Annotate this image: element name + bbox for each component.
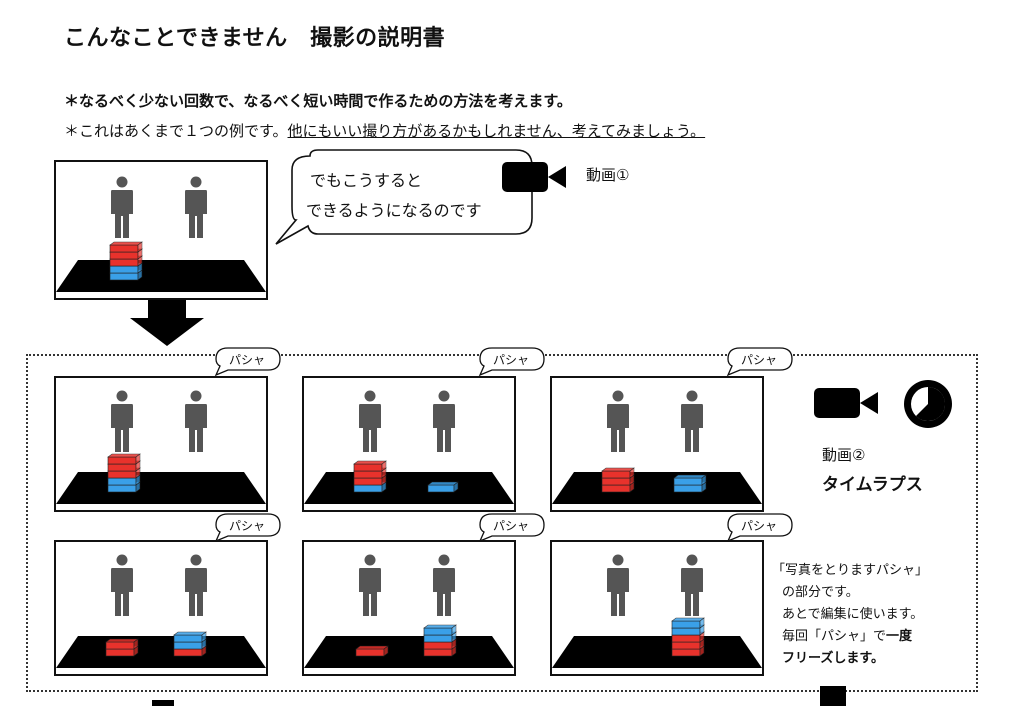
scene-frame-3 (550, 376, 764, 512)
shutter-bubble-2: パシャ (476, 346, 546, 377)
blue-block (673, 474, 707, 486)
person-icon (359, 390, 381, 452)
person-icon (607, 390, 629, 452)
video-camera-icon (502, 162, 566, 192)
page-title: こんなことできません 撮影の説明書 (64, 26, 446, 51)
bottom-marker-left (152, 700, 174, 706)
timelapse-label: タイムラプス (822, 475, 923, 495)
note-line-1: ＊なるべく少ない回数で、なるべく短い時間で作るための方法を考えます。 (64, 92, 572, 110)
side-note-line-4-prefix: 毎回「パシャ」で (782, 629, 887, 644)
shutter-bubble-3: パシャ (724, 346, 794, 377)
red-block (353, 460, 387, 472)
side-note-line-4: 毎回「パシャ」で一度 (772, 626, 928, 648)
note-line-2: ＊これはあくまで１つの例です。他にもいい撮り方があるかもしれません、考えてみまし… (64, 120, 705, 141)
scene-frame-6 (550, 540, 764, 676)
note-line-2-prefix: ＊これはあくまで１つの例です。 (64, 122, 288, 140)
person-icon (111, 554, 133, 616)
stage-floor (304, 636, 514, 668)
bottom-marker-right (820, 686, 846, 706)
side-note: 「写真をとりますパシャ」 の部分です。 あとで編集に使います。 毎回「パシャ」で… (772, 560, 928, 670)
blue-block (671, 617, 705, 629)
person-icon (607, 554, 629, 616)
person-icon (681, 554, 703, 616)
person-icon (185, 390, 207, 452)
shutter-label-4: パシャ (228, 519, 265, 533)
person-icon (185, 176, 207, 238)
shutter-bubble-4: パシャ (212, 512, 282, 543)
scene-frame-5 (302, 540, 516, 676)
side-note-line-2: の部分です。 (782, 585, 859, 600)
down-arrow-icon (130, 300, 204, 346)
red-block (107, 453, 141, 465)
timer-icon (904, 380, 952, 428)
video-camera-icon (814, 388, 878, 418)
shutter-label-2: パシャ (492, 353, 529, 367)
speech-bubble (275, 149, 533, 245)
shutter-bubble-1: パシャ (212, 346, 282, 377)
side-note-line-3: あとで編集に使います。 (782, 607, 924, 622)
scene-frame-1 (54, 376, 268, 512)
stage-floor (304, 472, 514, 504)
scene-frame-4 (54, 540, 268, 676)
scene-frame-intro (54, 160, 268, 300)
side-note-line-1: 「写真をとりますパシャ」 (772, 563, 929, 578)
shutter-label-5: パシャ (492, 519, 529, 533)
red-block (105, 638, 139, 650)
side-note-line-4-bold: 一度 (886, 629, 913, 644)
stage-floor (552, 472, 762, 504)
scene-frame-2 (302, 376, 516, 512)
video-1-label: 動画① (586, 166, 630, 184)
shutter-bubble-5: パシャ (476, 512, 546, 543)
person-icon (111, 390, 133, 452)
person-icon (433, 554, 455, 616)
shutter-label-1: パシャ (228, 353, 265, 367)
note-line-2-underlined: 他にもいい撮り方があるかもしれません、考えてみましょう。 (287, 122, 706, 140)
red-block (355, 645, 389, 657)
red-block (109, 241, 143, 253)
video-2-label: 動画② (822, 446, 866, 464)
blue-block (423, 624, 457, 636)
stage-floor (56, 260, 266, 292)
red-block (601, 467, 635, 479)
speech-bubble-line-1: でもこうすると (310, 171, 423, 190)
blue-block (173, 631, 207, 643)
speech-bubble-line-2: できるようになるのです (306, 201, 482, 220)
stage-floor (56, 636, 266, 668)
person-icon (433, 390, 455, 452)
blue-block (427, 481, 459, 493)
shutter-bubble-6: パシャ (724, 512, 794, 543)
person-icon (359, 554, 381, 616)
side-note-line-5: フリーズします。 (782, 651, 885, 666)
shutter-label-3: パシャ (740, 353, 777, 367)
stage-floor (56, 472, 266, 504)
person-icon (111, 176, 133, 238)
shutter-label-6: パシャ (740, 519, 777, 533)
person-icon (681, 390, 703, 452)
stage-floor (552, 636, 762, 668)
person-icon (185, 554, 207, 616)
